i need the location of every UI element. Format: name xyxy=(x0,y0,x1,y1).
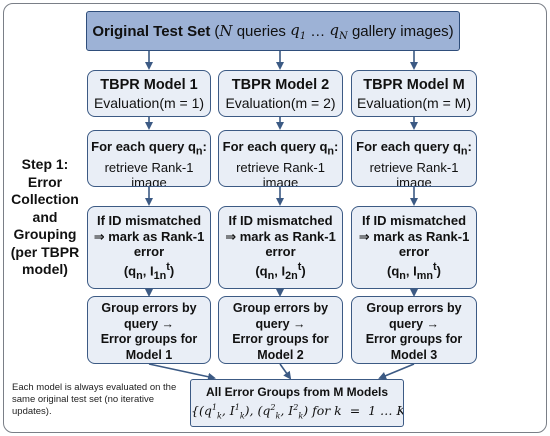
group-box-m: Group errors by query → Error groups for… xyxy=(351,296,477,364)
header-queries-word: queries xyxy=(232,22,291,40)
group-box-1: Group errors by query → Error groups for… xyxy=(87,296,211,364)
header-n-symbol: N xyxy=(219,22,233,40)
model-box-m: TBPR Model M Evaluation(m = M) xyxy=(351,70,477,117)
note-text: Each model is always evaluated on the sa… xyxy=(12,382,177,417)
error-pair-2: (qn, I2nt) xyxy=(255,260,306,282)
query-rest: retrieve Rank-1 image xyxy=(369,159,459,187)
query-box-m: For each query qn: retrieve Rank-1 image xyxy=(351,130,477,187)
group-box-2: Group errors by query → Error groups for… xyxy=(218,296,343,364)
query-box-2: For each query qn: retrieve Rank-1 image xyxy=(218,130,343,187)
header-q1: q1 xyxy=(290,20,307,42)
mismatch-box-2: If ID mismatched ⇒ mark as Rank-1 error … xyxy=(218,206,343,289)
model-evaluation: Evaluation(m = 2) xyxy=(225,95,336,111)
query-rest: retrieve Rank-1 image xyxy=(236,159,325,187)
arrow-group1-bottom xyxy=(148,363,216,381)
query-box-1: For each query qn: retrieve Rank-1 image xyxy=(87,130,211,187)
arrow-group2-bottom xyxy=(279,363,292,380)
model-name: TBPR Model 2 xyxy=(231,77,330,93)
error-pair-1: (qn, I1nt) xyxy=(123,260,175,282)
query-rest: retrieve Rank-1 image xyxy=(104,159,194,187)
step-label: Step 1: Error Collection and Grouping (p… xyxy=(10,156,80,277)
bottom-title: All Error Groups from M Models xyxy=(205,385,388,399)
model-name: TBPR Model 1 xyxy=(100,77,198,93)
header-paren-open: ( xyxy=(214,22,220,40)
error-pair-m: (qn, Imnt) xyxy=(387,260,441,282)
header-tail: gallery images) xyxy=(347,22,454,40)
model-evaluation: Evaluation(m = M) xyxy=(357,95,471,111)
all-error-groups-box: All Error Groups from M Models {(q1k, I1… xyxy=(190,379,404,427)
error-groups-formula: {(q1k, I1k), (q2k, I2k) for k = 1 … K xyxy=(191,403,404,421)
mismatch-box-m: If ID mismatched ⇒ mark as Rank-1 error … xyxy=(351,206,477,289)
mismatch-box-1: If ID mismatched ⇒ mark as Rank-1 error … xyxy=(87,206,211,289)
arrow-group3-bottom xyxy=(378,363,415,380)
original-test-set-box: Original Test Set (N queries q1 … qN gal… xyxy=(86,11,460,51)
model-name: TBPR Model M xyxy=(363,77,465,93)
model-box-2: TBPR Model 2 Evaluation(m = 2) xyxy=(218,70,343,117)
header-dots: … xyxy=(306,22,330,40)
header-title-bold: Original Test Set xyxy=(92,22,211,40)
header-qN: qN xyxy=(329,20,348,42)
model-evaluation: Evaluation(m = 1) xyxy=(93,95,205,111)
model-box-1: TBPR Model 1 Evaluation(m = 1) xyxy=(87,70,211,117)
